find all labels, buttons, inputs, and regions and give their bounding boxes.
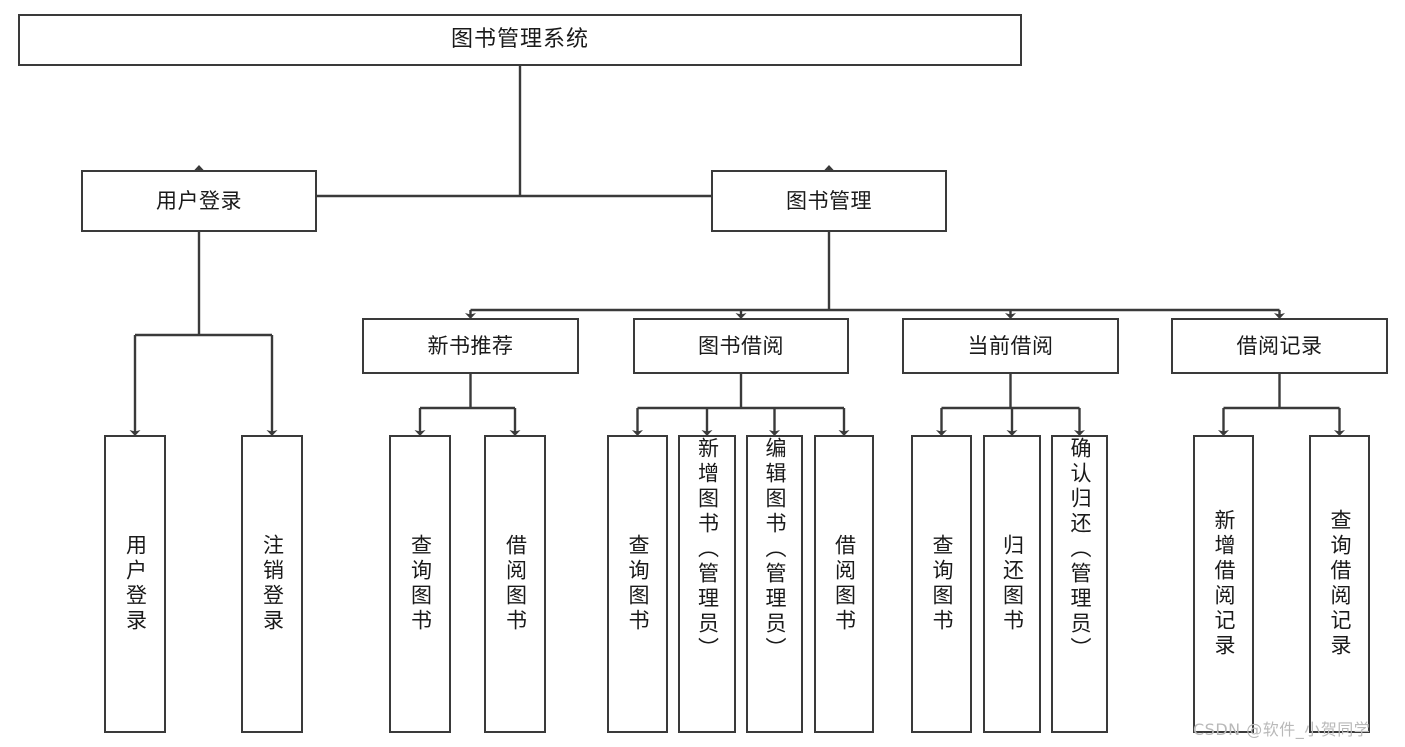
node-label: 图书管理: [786, 188, 872, 213]
node-label: 借阅图书: [832, 534, 857, 634]
node-label: 查询借阅记录: [1328, 509, 1353, 659]
node-label: 归还图书: [1000, 534, 1025, 634]
leaf-query-book-3[interactable]: 查询图书: [911, 435, 972, 733]
node-label: 查询图书: [930, 534, 955, 634]
leaf-edit-book[interactable]: 编辑图书（管理员）: [746, 435, 803, 733]
node-label: 查询图书: [408, 534, 433, 634]
node-label: 用户登录: [123, 534, 148, 634]
node-book-manage[interactable]: 图书管理: [711, 170, 947, 232]
node-label: 新书推荐: [427, 333, 514, 358]
leaf-confirm-return[interactable]: 确认归还（管理员）: [1051, 435, 1108, 733]
node-label: 确认归还（管理员）: [1068, 437, 1093, 662]
leaf-borrow-book-1[interactable]: 借阅图书: [484, 435, 546, 733]
node-label: 图书借阅: [698, 333, 784, 358]
leaf-user-login[interactable]: 用户登录: [104, 435, 166, 733]
leaf-query-borrow-record[interactable]: 查询借阅记录: [1309, 435, 1370, 733]
node-label: 注销登录: [260, 534, 285, 634]
node-root[interactable]: 图书管理系统: [18, 14, 1022, 66]
csdn-watermark: CSDN @软件_小贺同学: [1193, 720, 1371, 739]
node-current-borrow[interactable]: 当前借阅: [902, 318, 1119, 374]
node-new-book-recommend[interactable]: 新书推荐: [362, 318, 579, 374]
leaf-borrow-book-2[interactable]: 借阅图书: [814, 435, 874, 733]
leaf-add-book[interactable]: 新增图书（管理员）: [678, 435, 736, 733]
node-label: 当前借阅: [967, 333, 1054, 358]
node-label: 图书管理系统: [450, 27, 589, 53]
node-borrow-record[interactable]: 借阅记录: [1171, 318, 1388, 374]
leaf-query-book-2[interactable]: 查询图书: [607, 435, 668, 733]
leaf-add-borrow-record[interactable]: 新增借阅记录: [1193, 435, 1254, 733]
node-label: 编辑图书（管理员）: [763, 437, 788, 662]
node-label: 新增图书（管理员）: [695, 437, 720, 662]
leaf-logout[interactable]: 注销登录: [241, 435, 303, 733]
node-label: 新增借阅记录: [1212, 509, 1237, 659]
node-book-borrow[interactable]: 图书借阅: [633, 318, 849, 374]
leaf-query-book-1[interactable]: 查询图书: [389, 435, 451, 733]
node-user-login[interactable]: 用户登录: [81, 170, 317, 232]
node-label: 借阅记录: [1236, 333, 1323, 358]
leaf-return-book[interactable]: 归还图书: [983, 435, 1041, 733]
node-label: 用户登录: [156, 188, 242, 213]
node-label: 借阅图书: [503, 534, 528, 634]
node-label: 查询图书: [626, 534, 651, 634]
